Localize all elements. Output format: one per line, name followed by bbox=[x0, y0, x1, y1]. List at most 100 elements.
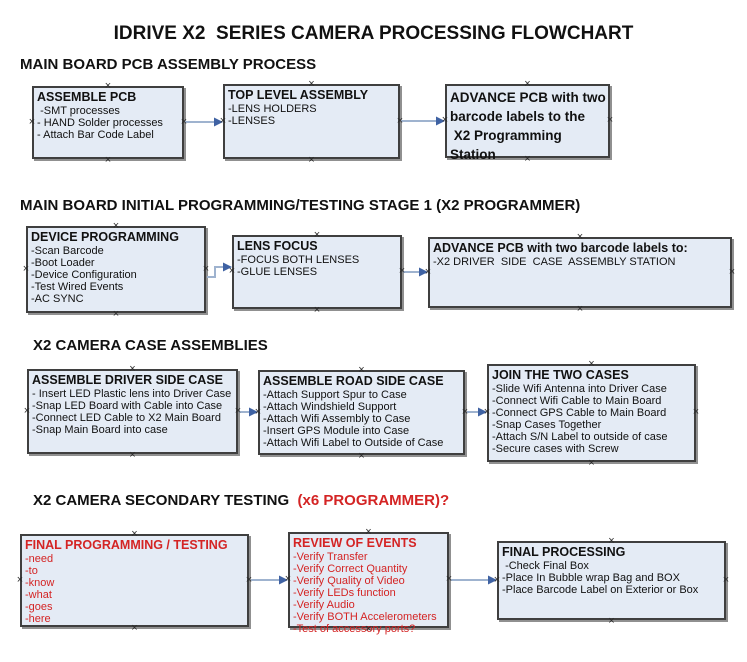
box-item: -Device Configuration bbox=[31, 269, 137, 281]
box-items: -X2 DRIVER SIDE CASE ASSEMBLY STATION bbox=[433, 256, 728, 268]
connection-handle-icon: × bbox=[441, 114, 449, 126]
box-item: -goes bbox=[25, 601, 53, 613]
box-item: - Insert LED Plastic lens into Driver Ca… bbox=[32, 388, 232, 400]
flow-box-review-of-events[interactable]: REVIEW OF EVENTS -Verify Transfer-Verify… bbox=[285, 527, 452, 636]
connection-handle-icon: × bbox=[129, 449, 136, 461]
box-item: -AC SYNC bbox=[31, 293, 84, 305]
box-title: ADVANCE PCB with two barcode labels to: bbox=[433, 241, 688, 255]
box-item: -Connect GPS Cable to Main Board bbox=[492, 407, 667, 419]
box-title: FINAL PROGRAMMING / TESTING bbox=[25, 538, 228, 552]
box-item: -Attach Windshield Support bbox=[263, 401, 397, 413]
box-item: -Place In Bubble wrap Bag and BOX bbox=[502, 572, 680, 584]
flow-box-device-programming[interactable]: DEVICE PROGRAMMING -Scan Barcode-Boot Lo… bbox=[23, 221, 209, 320]
box-item: -LENS HOLDERS bbox=[228, 103, 317, 115]
box-title: LENS FOCUS bbox=[237, 239, 318, 253]
box-item: -Scan Barcode bbox=[31, 245, 104, 257]
box-item: -FOCUS BOTH LENSES bbox=[237, 254, 360, 266]
section-header-red-text: (x6 PROGRAMMER)? bbox=[297, 492, 450, 509]
box-item: -Verify BOTH Accelerometers bbox=[293, 611, 437, 623]
connection-handle-icon: × bbox=[23, 404, 31, 417]
box-item: -here bbox=[25, 613, 51, 625]
box-item: -Attach Support Spur to Case bbox=[263, 389, 407, 401]
flow-box-advance-pcb-to-programming-station[interactable]: ADVANCE PCB with two barcode labels to t… bbox=[442, 79, 613, 165]
connection-handle-icon: × bbox=[445, 573, 453, 585]
box-title: JOIN THE TWO CASES bbox=[492, 368, 629, 382]
box-title: FINAL PROCESSING bbox=[502, 545, 626, 559]
box-item: - Attach Bar Code Label bbox=[37, 129, 154, 141]
connection-handle-icon: × bbox=[245, 573, 253, 586]
box-items: -need-to-know-what-goes-here bbox=[25, 553, 245, 625]
connection-handle-icon: × bbox=[308, 154, 315, 166]
box-title: REVIEW OF EVENTS bbox=[293, 536, 417, 550]
flow-box-top-level-assembly[interactable]: TOP LEVEL ASSEMBLY -LENS HOLDERS-LENSES … bbox=[220, 79, 403, 166]
box-item: -Attach Wifi Label to Outside of Case bbox=[263, 437, 444, 449]
connection-handle-icon: × bbox=[28, 115, 36, 128]
connection-handle-icon: × bbox=[692, 406, 700, 418]
connection-handle-icon: × bbox=[424, 265, 432, 278]
box-item: -Snap Cases Together bbox=[492, 419, 602, 431]
box-item: -to bbox=[25, 565, 38, 577]
box-items: -Check Final Box-Place In Bubble wrap Ba… bbox=[502, 560, 722, 596]
box-item: -Snap LED Board with Cable into Case bbox=[32, 400, 223, 412]
section-header-initial-programming: MAIN BOARD INITIAL PROGRAMMING/TESTING S… bbox=[20, 197, 580, 214]
box-item: -Attach S/N Label to outside of case bbox=[492, 431, 668, 443]
box-items: -SMT processes- HAND Solder processes- A… bbox=[37, 105, 180, 141]
flow-box-final-processing[interactable]: FINAL PROCESSING -Check Final Box-Place … bbox=[494, 536, 729, 627]
connection-handle-icon: × bbox=[112, 308, 120, 320]
box-item: -Place Barcode Label on Exterior or Box bbox=[502, 584, 699, 596]
connection-handle-icon: × bbox=[398, 265, 406, 277]
box-item: -Verify Correct Quantity bbox=[293, 563, 408, 575]
box-item: -Test Wired Events bbox=[31, 281, 124, 293]
connection-handle-icon: × bbox=[234, 404, 242, 417]
box-title: DEVICE PROGRAMMING bbox=[31, 230, 179, 244]
box-item: -Secure cases with Screw bbox=[492, 443, 619, 455]
box-item: -SMT processes bbox=[37, 105, 120, 117]
box-item: -Attach Wifi Assembly to Case bbox=[263, 413, 411, 425]
box-item: -Verify Audio bbox=[293, 599, 355, 611]
box-items: -Slide Wifi Antenna into Driver Case-Con… bbox=[492, 383, 692, 455]
connection-handle-icon: × bbox=[22, 262, 30, 275]
connection-handle-icon: × bbox=[396, 114, 404, 127]
box-title: ASSEMBLE PCB bbox=[37, 90, 137, 104]
connection-handle-icon: × bbox=[313, 304, 321, 316]
page-title: IDRIVE X2 SERIES CAMERA PROCESSING FLOWC… bbox=[113, 23, 634, 44]
connection-handle-icon: × bbox=[606, 114, 614, 126]
flow-box-final-programming-testing[interactable]: FINAL PROGRAMMING / TESTING -need-to-kno… bbox=[17, 529, 252, 634]
box-item: -Connect Wifi Cable to Main Board bbox=[492, 395, 662, 407]
connection-handle-icon: × bbox=[576, 303, 584, 315]
connection-handle-icon: × bbox=[254, 405, 262, 418]
box-item: -need bbox=[25, 553, 54, 565]
box-item: -Insert GPS Module into Case bbox=[263, 425, 410, 437]
box-item: -Verify LEDs function bbox=[293, 587, 396, 599]
box-item: -LENSES bbox=[228, 115, 276, 127]
flow-box-assemble-pcb[interactable]: ASSEMBLE PCB -SMT processes- HAND Solder… bbox=[29, 81, 187, 166]
connection-handle-icon: × bbox=[104, 154, 112, 166]
section-header-text: X2 CAMERA CASE ASSEMBLIES bbox=[33, 337, 268, 354]
box-item: -Slide Wifi Antenna into Driver Case bbox=[492, 383, 667, 395]
flow-box-assemble-driver-side-case[interactable]: ASSEMBLE DRIVER SIDE CASE - Insert LED P… bbox=[24, 364, 241, 461]
section-header-text: MAIN BOARD PCB ASSEMBLY PROCESS bbox=[20, 56, 317, 73]
connection-handle-icon: × bbox=[493, 573, 501, 586]
section-header-text: X2 CAMERA SECONDARY TESTING bbox=[33, 492, 298, 509]
box-items: -LENS HOLDERS-LENSES bbox=[228, 103, 396, 127]
flow-box-join-the-two-cases[interactable]: JOIN THE TWO CASES -Slide Wifi Antenna i… bbox=[484, 359, 699, 469]
box-item: -Verify Transfer bbox=[293, 551, 368, 563]
box-title: TOP LEVEL ASSEMBLY bbox=[228, 88, 369, 102]
flow-box-advance-pcb-to-case-assembly[interactable]: ADVANCE PCB with two barcode labels to: … bbox=[425, 232, 735, 315]
box-items: -Attach Support Spur to Case-Attach Wind… bbox=[263, 389, 461, 449]
connection-handle-icon: × bbox=[284, 573, 292, 585]
box-item: -X2 DRIVER SIDE CASE ASSEMBLY STATION bbox=[433, 256, 676, 268]
connection-handle-icon: × bbox=[722, 573, 730, 586]
connection-handle-icon: × bbox=[228, 265, 236, 277]
flow-box-lens-focus[interactable]: LENS FOCUS -FOCUS BOTH LENSES-GLUE LENSE… bbox=[229, 230, 405, 316]
box-item: -what bbox=[25, 589, 52, 601]
connection-handle-icon: × bbox=[219, 114, 227, 127]
section-header-secondary-testing: X2 CAMERA SECONDARY TESTING (x6 PROGRAMM… bbox=[33, 492, 449, 509]
connection-handle-icon: × bbox=[728, 265, 736, 278]
flow-box-assemble-road-side-case[interactable]: ASSEMBLE ROAD SIDE CASE -Attach Support … bbox=[255, 365, 468, 462]
section-header-case-assemblies: X2 CAMERA CASE ASSEMBLIES bbox=[33, 337, 268, 354]
flow-arrow-elbow bbox=[207, 262, 232, 278]
box-item: - HAND Solder processes bbox=[37, 117, 163, 129]
box-title: ADVANCE PCB with two barcode labels to t… bbox=[450, 90, 606, 162]
box-item: -Connect LED Cable to X2 Main Board bbox=[32, 412, 221, 424]
